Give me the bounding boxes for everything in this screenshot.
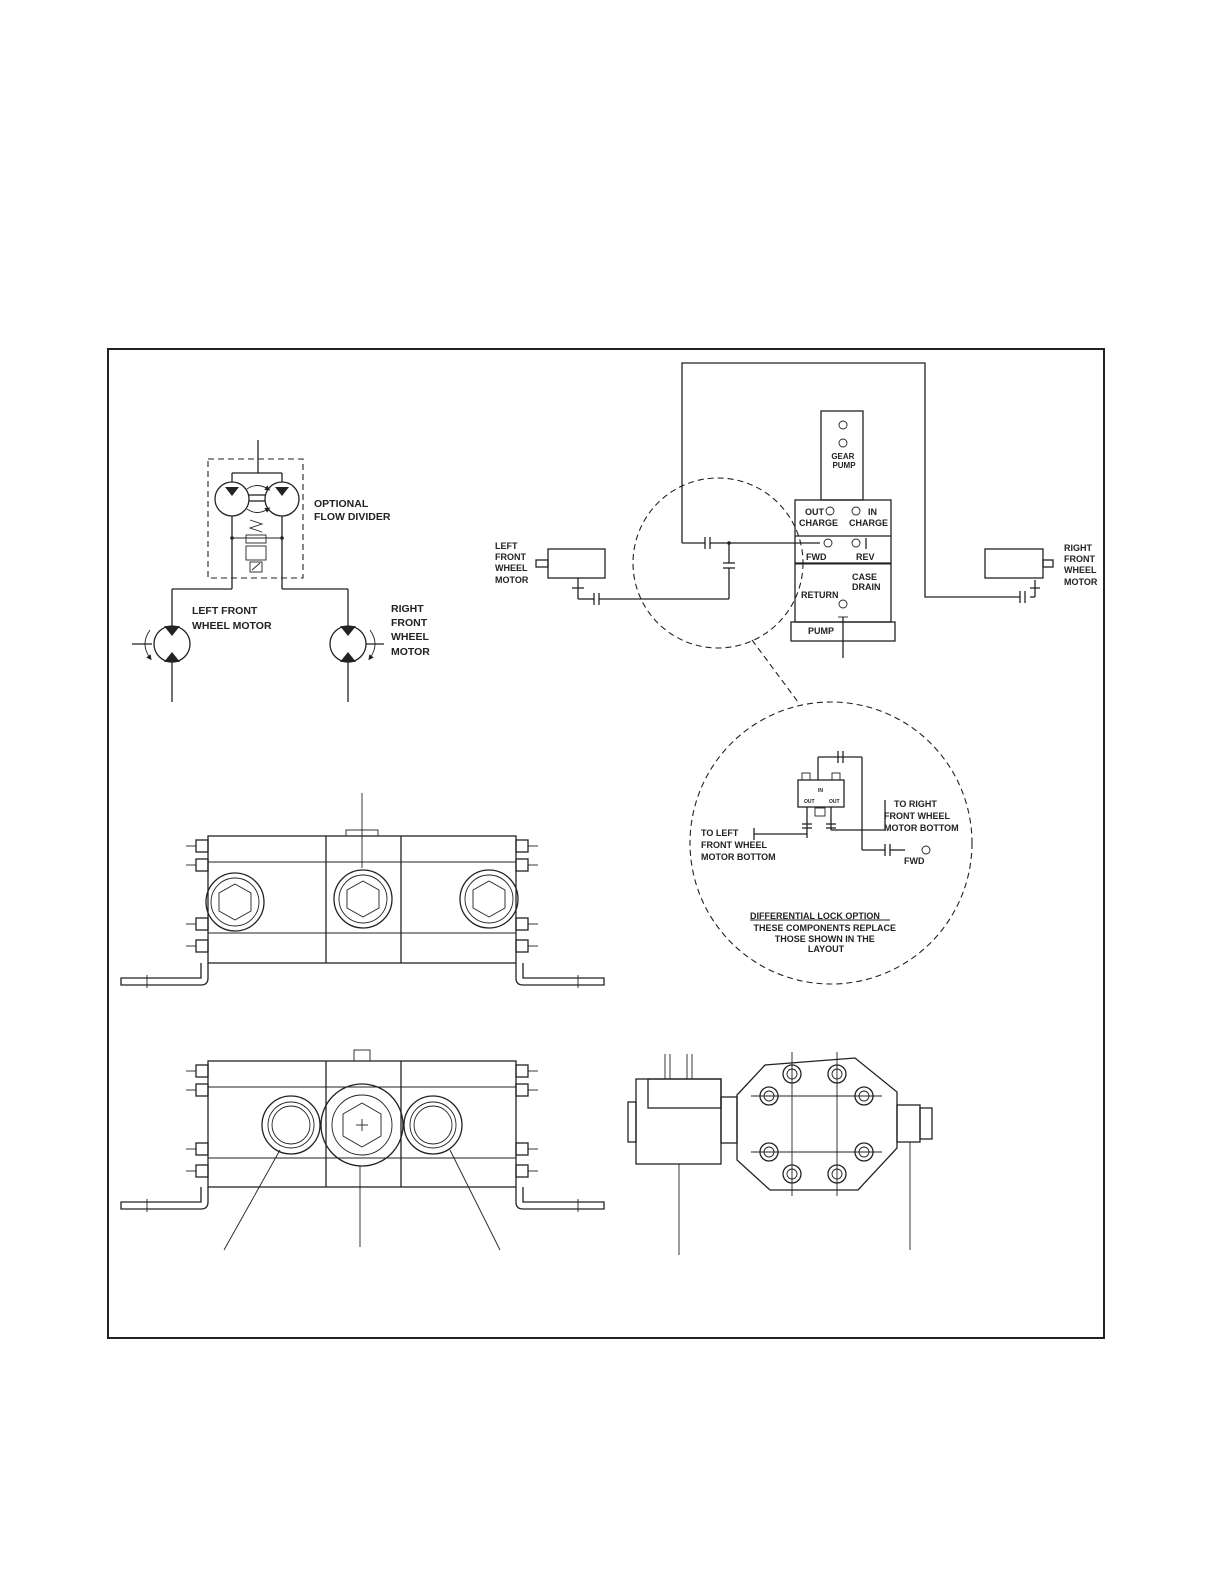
- diff-lock-circle: [689, 701, 973, 985]
- solenoid-coil: [635, 1078, 722, 1165]
- case-drain-label: CASE DRAIN: [852, 572, 881, 592]
- return-label: RETURN: [801, 590, 839, 600]
- valve-out-left-label: OUT: [804, 799, 815, 805]
- flow-divider-boundary: [207, 458, 304, 579]
- diff-lock-detail: [689, 701, 973, 985]
- divider-body-top: [207, 835, 517, 964]
- schematic-right-motor-label: RIGHT FRONT WHEEL MOTOR: [391, 603, 432, 658]
- fwd-label: FWD: [806, 552, 827, 562]
- rev-label: REV: [856, 552, 875, 562]
- flow-divider-front-view: [120, 1049, 605, 1251]
- out-charge-label: OUT CHARGE: [799, 507, 838, 528]
- valve-out-right-label: OUT: [829, 799, 840, 805]
- left-wheel-motor-symbol: [132, 625, 191, 702]
- layout-left-motor-label: LEFT FRONT WHEEL MOTOR: [495, 541, 530, 585]
- divider-body-front: [207, 1060, 517, 1188]
- solenoid-valve-assembly: [627, 1052, 933, 1255]
- flow-divider-top-view: [120, 793, 605, 988]
- right-motor-box: [984, 548, 1044, 579]
- valve-in-label: IN: [818, 788, 823, 794]
- pump-layout: [535, 362, 1054, 703]
- layout-right-motor-label: RIGHT FRONT WHEEL MOTOR: [1064, 543, 1099, 587]
- pump-label: PUMP: [808, 626, 834, 636]
- valve-block: [736, 1057, 898, 1191]
- in-charge-label: IN CHARGE: [849, 507, 888, 528]
- flow-divider-schematic: [171, 440, 349, 626]
- schematic-left-motor-label: LEFT FRONT WHEEL MOTOR: [192, 605, 272, 632]
- right-wheel-motor-symbol: [329, 625, 384, 702]
- detail-callout-circle: [632, 477, 804, 649]
- diff-lock-valve: [797, 779, 845, 808]
- diff-lock-note: THESE COMPONENTS REPLACE THOSE SHOWN IN …: [753, 923, 898, 954]
- flow-divider-label: OPTIONAL FLOW DIVIDER: [314, 498, 391, 523]
- to-right-label: TO RIGHT FRONT WHEEL MOTOR BOTTOM: [884, 799, 959, 833]
- to-left-label: TO LEFT FRONT WHEEL MOTOR BOTTOM: [701, 828, 776, 862]
- left-motor-box: [547, 548, 606, 579]
- gear-pump-label: GEAR PUMP: [831, 452, 856, 470]
- diff-lock-title: DIFFERENTIAL LOCK OPTION: [750, 911, 880, 921]
- diagram-frame: [107, 348, 1105, 1339]
- diff-fwd-label: FWD: [904, 856, 925, 866]
